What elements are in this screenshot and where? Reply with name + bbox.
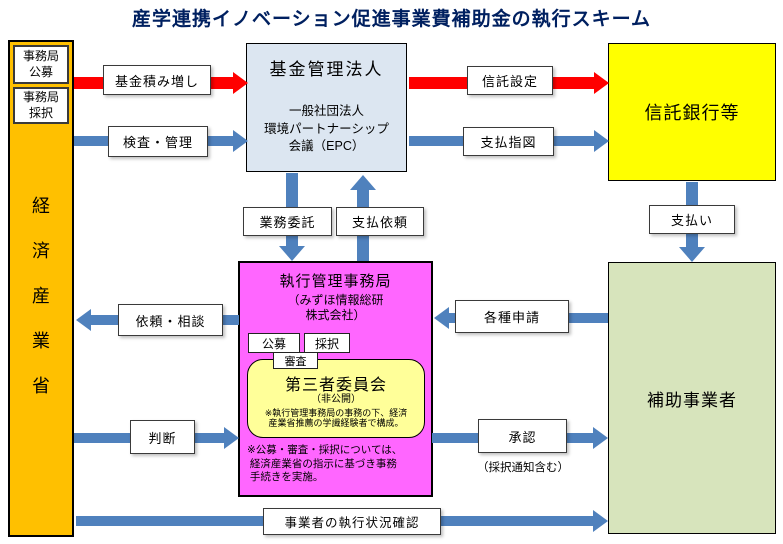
fund-increase-label: 基金積み増し — [103, 65, 211, 95]
trust-setting-label: 信託設定 — [467, 66, 553, 95]
approval-note: （採択通知含む） — [477, 462, 569, 474]
arrow-head — [279, 246, 305, 261]
subsidized-business-box: 補助事業者 — [608, 262, 776, 534]
meti-label: 経済産業省 — [32, 196, 50, 396]
executive-office-title: 執行管理事務局 — [279, 273, 392, 290]
secretariat-adoption-box: 事務局 採択 — [13, 87, 69, 124]
arrow-head — [679, 247, 705, 262]
payment-instruction-label: 支払指図 — [463, 127, 554, 156]
arrow-head — [594, 130, 609, 152]
committee-note: ※執行管理事務局の事務の下、経済 産業省推薦の学識経験者で構成。 — [264, 407, 408, 429]
arrow-head — [233, 72, 248, 94]
payment-label: 支払い — [649, 205, 735, 234]
arrow-head — [233, 130, 248, 152]
tag-recruitment: 公募 — [248, 333, 300, 353]
secretariat-recruitment-box: 事務局 公募 — [13, 45, 69, 84]
outsourcing-label: 業務委託 — [243, 207, 332, 236]
arrow-head — [594, 72, 609, 94]
fund-manager-box: 基金管理法人 一般社団法人 環境パートナーシップ 会議（EPC） — [246, 43, 407, 172]
execution-status-check-label: 事業者の執行状況確認 — [263, 508, 441, 535]
executive-office-box: 執行管理事務局 （みずほ情報総研 株式会社） 公募 採択 審査 第三者委員会 （… — [238, 261, 433, 497]
trust-bank-box: 信託銀行等 — [608, 43, 776, 181]
executive-office-subtitle: （みずほ情報総研 株式会社） — [287, 293, 384, 322]
arrow-head — [434, 307, 449, 329]
various-applications-label: 各種申請 — [455, 300, 569, 333]
diagram-title: 産学連携イノベーション促進事業費補助金の執行スキーム — [131, 9, 652, 30]
fund-manager-subtitle: 一般社団法人 環境パートナーシップ 会議（EPC） — [264, 104, 389, 153]
arrow-head — [593, 510, 608, 532]
meti-box: 事務局 公募 事務局 採択 経済産業省 — [8, 40, 74, 537]
fund-manager-title: 基金管理法人 — [269, 60, 384, 79]
trust-bank-title: 信託銀行等 — [644, 103, 740, 123]
arrow-head — [593, 427, 608, 449]
committee-title: 第三者委員会 — [284, 377, 387, 394]
payment-request-label: 支払依頼 — [336, 207, 424, 236]
third-party-committee-box: 審査 第三者委員会 （非公開） ※執行管理事務局の事務の下、経済 産業省推薦の学… — [247, 352, 425, 438]
arrow-head — [224, 427, 239, 449]
judgment-label: 判断 — [130, 420, 195, 454]
committee-subtitle: （非公開） — [311, 394, 361, 405]
arrow-head — [76, 309, 91, 331]
executive-office-note: ※公募・審査・採択については、 経済産業省の指示に基づき事務 手続きを実施。 — [247, 444, 403, 484]
tag-examination: 審査 — [273, 352, 318, 369]
tag-adoption: 採択 — [304, 333, 350, 353]
arrow-head — [350, 175, 376, 190]
subsidized-business-title: 補助事業者 — [647, 390, 737, 410]
request-consultation-label: 依頼・相談 — [118, 304, 223, 336]
approval-label: 承認 — [478, 419, 567, 453]
inspection-management-label: 検査・管理 — [108, 126, 208, 157]
